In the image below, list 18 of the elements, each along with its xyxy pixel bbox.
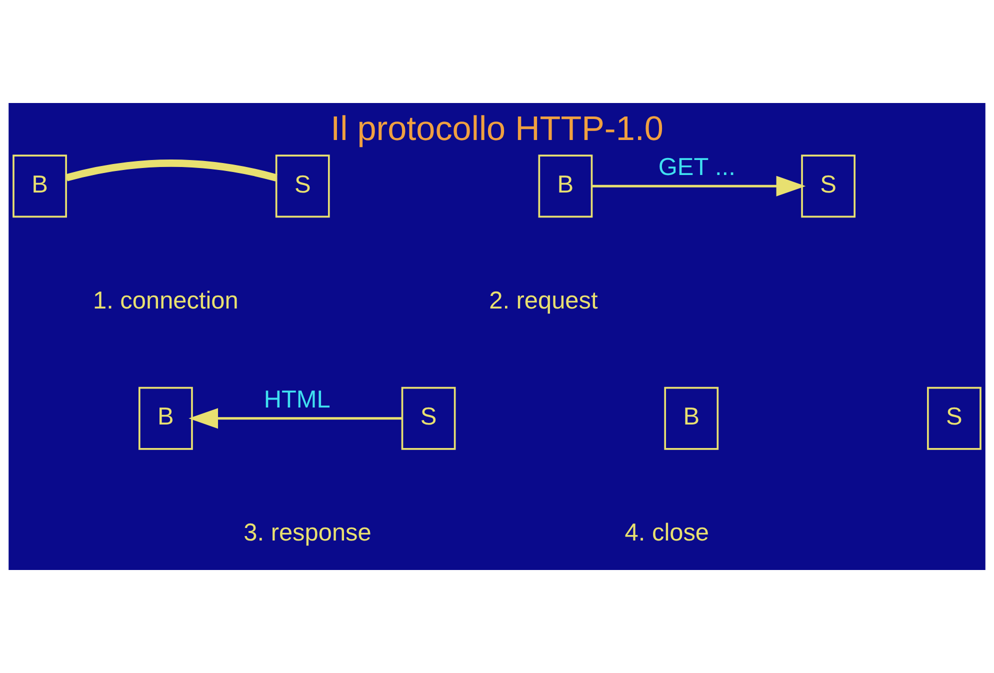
node-box: B bbox=[12, 154, 67, 218]
node-box: B bbox=[664, 386, 719, 450]
edge-label: HTML bbox=[264, 386, 330, 414]
label: 3. response bbox=[244, 520, 372, 547]
label: 4. close bbox=[624, 520, 710, 547]
node-box: B bbox=[138, 386, 193, 450]
node-box: S bbox=[927, 386, 982, 450]
diagram-title: Il protocollo HTTP-1.0 bbox=[330, 110, 664, 148]
arrow bbox=[592, 176, 806, 196]
label: 2. request bbox=[489, 287, 598, 314]
node-box: S bbox=[275, 154, 330, 218]
node-box: S bbox=[801, 154, 856, 218]
label: 1. connection bbox=[93, 287, 238, 314]
arrow bbox=[188, 408, 402, 429]
node-box: S bbox=[401, 386, 456, 450]
edge-label: GET ... bbox=[658, 154, 736, 182]
connector bbox=[66, 160, 278, 182]
node-box: B bbox=[538, 154, 593, 218]
